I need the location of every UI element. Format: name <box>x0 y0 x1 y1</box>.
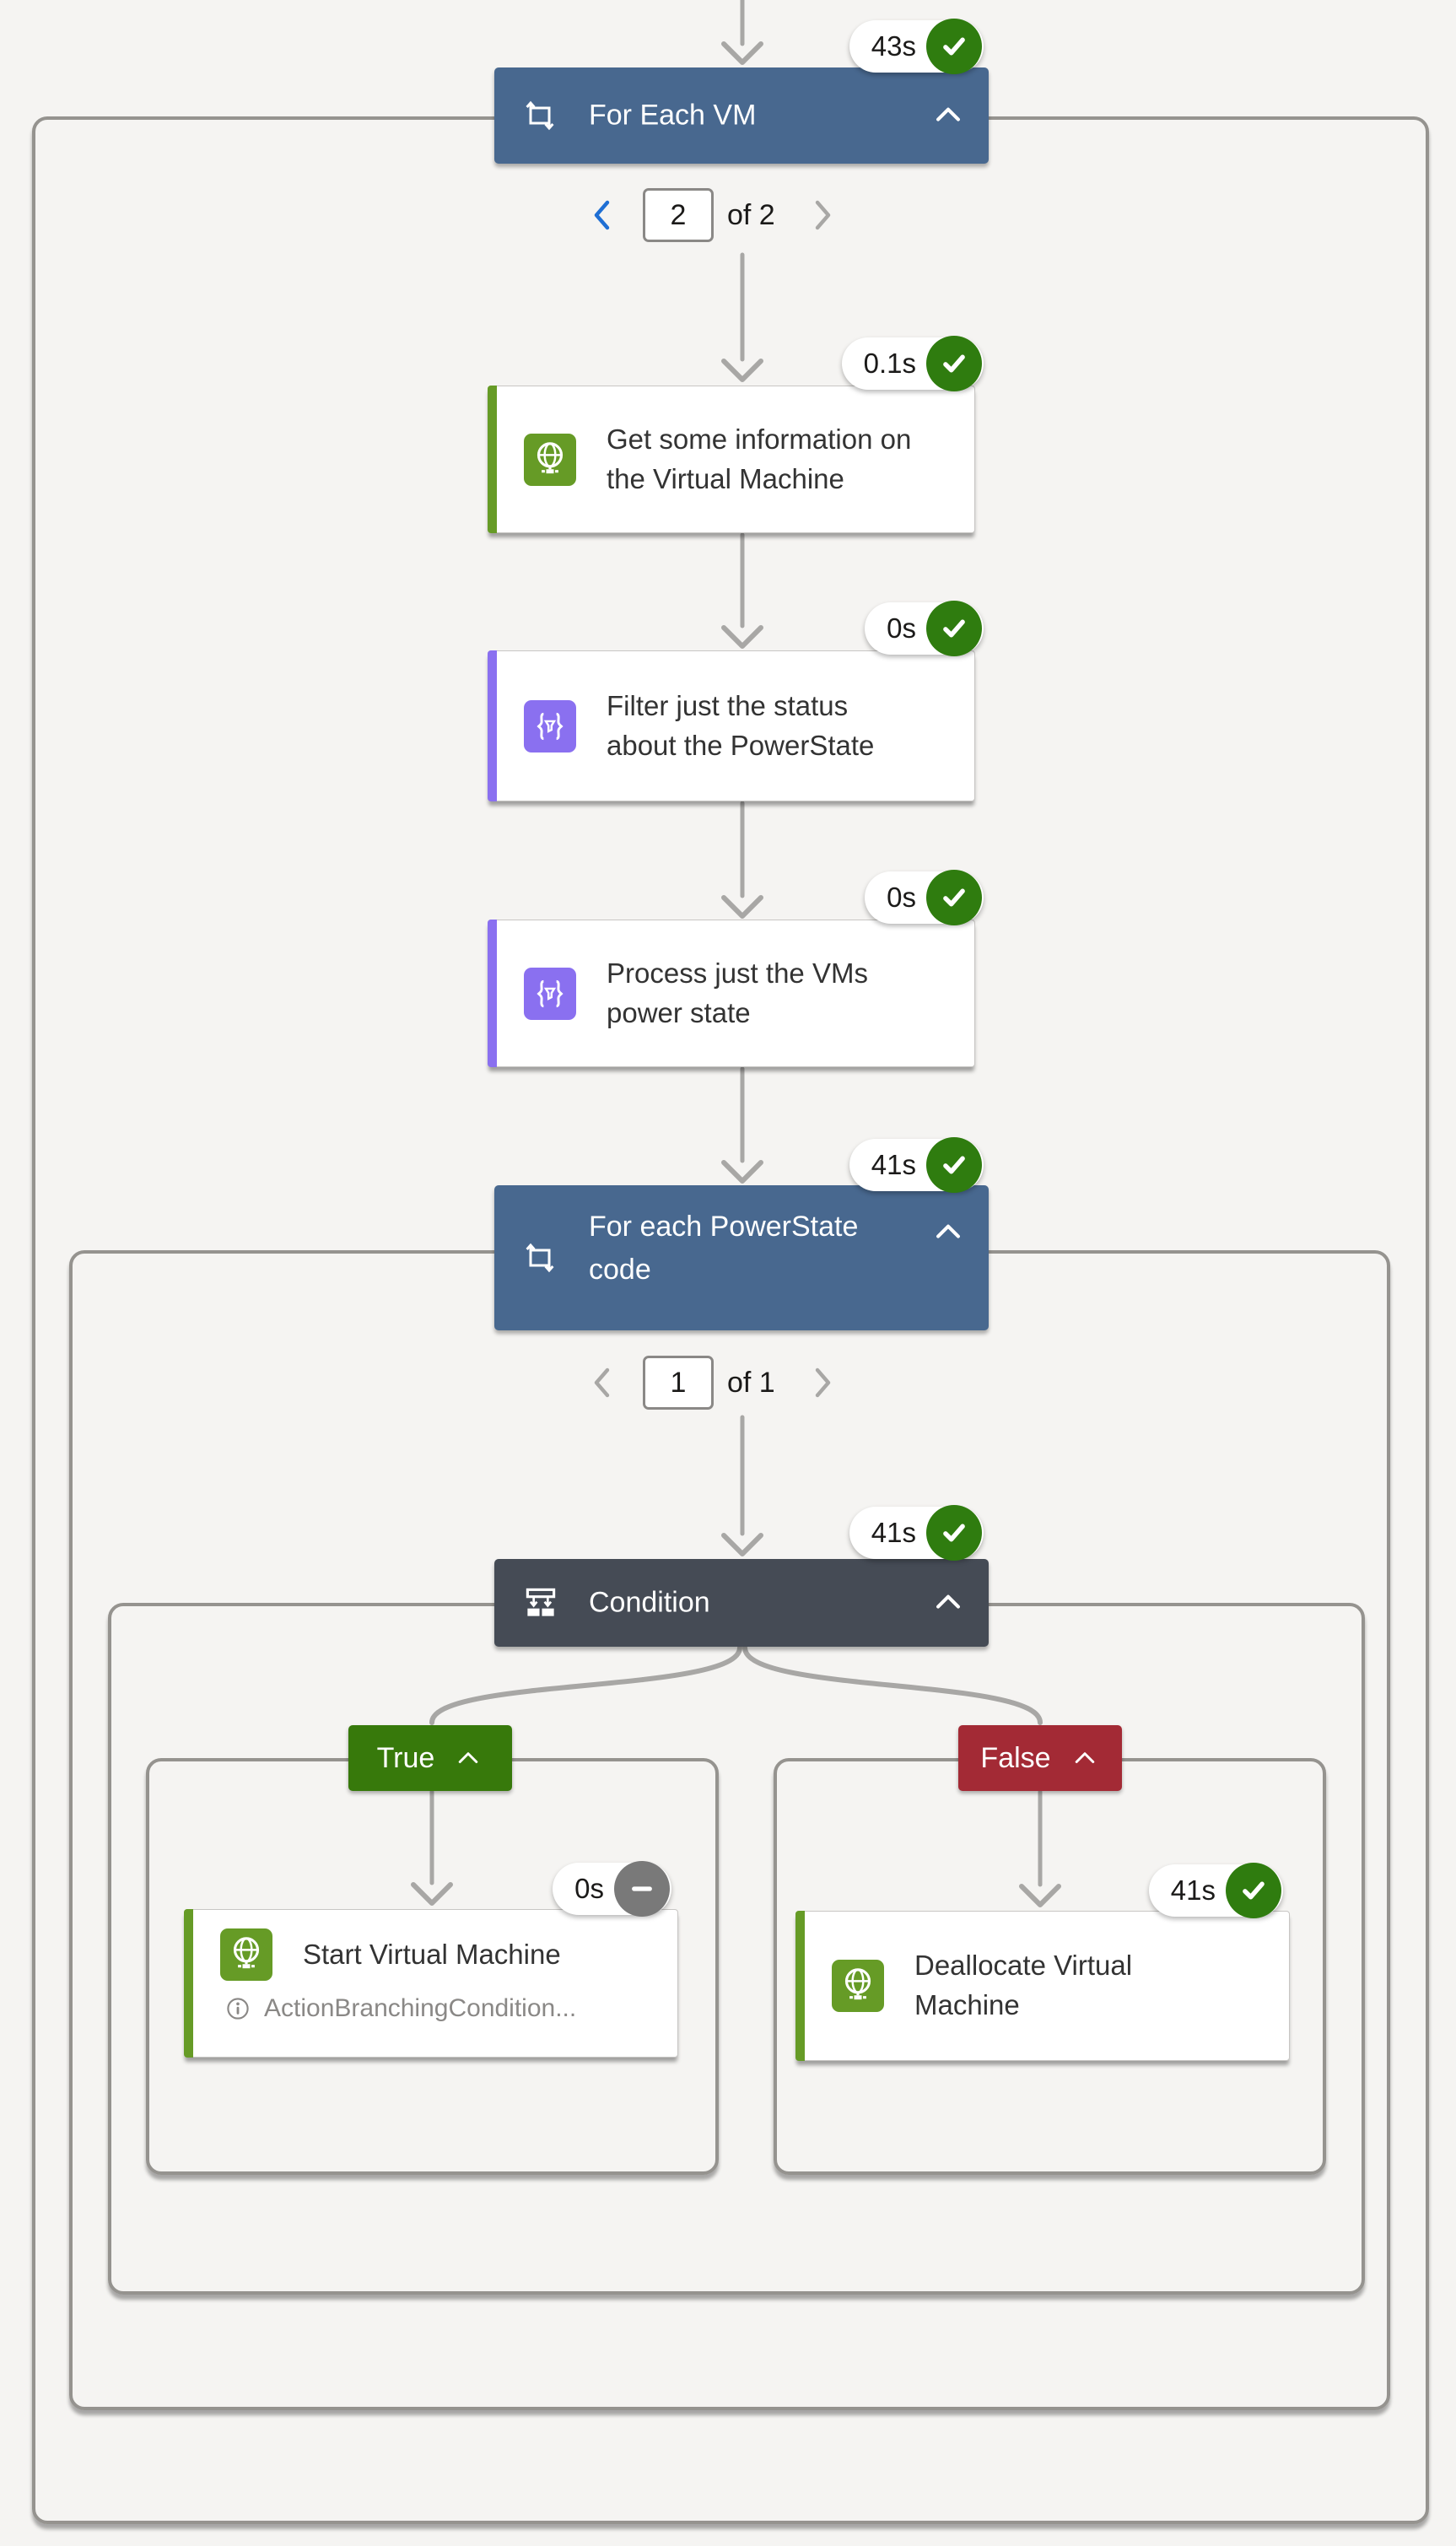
filter-array-icon <box>524 699 576 752</box>
status-badge-condition: 41s <box>849 1505 984 1561</box>
chevron-left-icon <box>594 1367 610 1398</box>
skipped-minus-icon <box>614 1861 670 1917</box>
previous-iteration-button[interactable] <box>582 195 623 235</box>
condition-branch-icon <box>526 1588 556 1616</box>
status-stripe <box>488 386 497 533</box>
info-icon <box>227 1998 249 2020</box>
collapse-chevron-up-icon[interactable] <box>1070 1743 1100 1773</box>
status-stripe <box>184 1909 193 2058</box>
collapse-chevron-up-icon[interactable] <box>930 1214 967 1251</box>
success-check-icon <box>926 19 982 74</box>
success-check-icon <box>926 1505 982 1561</box>
duration-label: 0s <box>574 1873 604 1904</box>
false-branch-label: False <box>980 1741 1051 1774</box>
iteration-count-label: of 1 <box>727 1366 775 1399</box>
success-check-icon <box>926 870 982 925</box>
filter-array-icon <box>524 967 576 1020</box>
true-branch-badge[interactable]: True <box>348 1725 512 1791</box>
condition-header[interactable]: Condition <box>494 1559 989 1647</box>
iteration-number-input[interactable] <box>643 188 714 242</box>
for-each-powerstate-header[interactable]: For each PowerState code <box>494 1185 989 1330</box>
action-title: Get some information on the Virtual Mach… <box>607 423 912 494</box>
status-badge-deallocate-vm: 41s <box>1148 1863 1283 1918</box>
next-iteration-button[interactable] <box>802 1362 843 1403</box>
skip-reason-note: ActionBranchingCondition... <box>224 1994 677 2023</box>
previous-iteration-button[interactable] <box>582 1362 623 1403</box>
status-badge-for-each-powerstate: 41s <box>849 1137 984 1193</box>
action-title: Start Virtual Machine <box>303 1938 561 1970</box>
skip-reason-text: ActionBranchingCondition... <box>264 1994 577 2022</box>
vm-loop-pagination: of 2 <box>582 187 936 243</box>
success-check-icon <box>1226 1863 1281 1918</box>
action-card-process-power-state[interactable]: Process just the VMs power state <box>488 920 975 1067</box>
next-iteration-button[interactable] <box>802 195 843 235</box>
powerstate-loop-pagination: of 1 <box>582 1355 936 1411</box>
collapse-chevron-up-icon[interactable] <box>930 1584 967 1621</box>
azure-vm-connector-icon <box>220 1928 272 1981</box>
duration-label: 0s <box>887 882 916 913</box>
success-check-icon <box>926 1137 982 1193</box>
action-title: Process just the VMs power state <box>607 957 868 1028</box>
action-card-deallocate-vm[interactable]: Deallocate Virtual Machine <box>795 1911 1290 2061</box>
status-badge-start-vm: 0s <box>553 1861 671 1917</box>
for-each-powerstate-title: For each PowerState code <box>589 1211 859 1286</box>
azure-vm-connector-icon <box>524 433 576 486</box>
success-check-icon <box>926 336 982 391</box>
status-stripe <box>795 1911 805 2061</box>
collapse-chevron-up-icon[interactable] <box>453 1743 483 1773</box>
duration-label: 0.1s <box>863 348 916 379</box>
for-each-vm-header[interactable]: For Each VM <box>494 67 989 164</box>
chevron-right-icon <box>815 1367 830 1398</box>
action-card-get-information[interactable]: Get some information on the Virtual Mach… <box>488 386 975 533</box>
false-branch-badge[interactable]: False <box>958 1725 1122 1791</box>
iteration-number-input[interactable] <box>643 1356 714 1410</box>
chevron-left-icon <box>594 200 610 230</box>
for-each-vm-title: For Each VM <box>589 99 757 132</box>
action-card-start-vm[interactable]: Start Virtual Machine ActionBranchingCon… <box>184 1909 678 2058</box>
action-title: Deallocate Virtual Machine <box>914 1950 1133 2020</box>
duration-label: 0s <box>887 612 916 644</box>
chevron-right-icon <box>815 200 830 230</box>
status-badge-filter-status: 0s <box>865 601 984 656</box>
status-badge-for-each-vm: 43s <box>849 19 984 74</box>
duration-label: 41s <box>871 1517 916 1548</box>
duration-label: 41s <box>871 1149 916 1180</box>
iteration-count-label: of 2 <box>727 198 775 231</box>
status-badge-process-power-state: 0s <box>865 870 984 925</box>
loop-icon <box>526 100 554 131</box>
loop-icon <box>526 1243 554 1273</box>
collapse-chevron-up-icon[interactable] <box>930 97 967 134</box>
azure-vm-connector-icon <box>832 1960 884 2012</box>
status-badge-get-information: 0.1s <box>841 336 984 391</box>
true-branch-label: True <box>376 1741 435 1774</box>
status-stripe <box>488 920 497 1067</box>
duration-label: 41s <box>1170 1874 1216 1906</box>
action-card-filter-status[interactable]: Filter just the status about the PowerSt… <box>488 650 975 801</box>
action-title: Filter just the status about the PowerSt… <box>607 689 875 761</box>
status-stripe <box>488 650 497 801</box>
success-check-icon <box>926 601 982 656</box>
duration-label: 43s <box>871 30 916 62</box>
condition-title: Condition <box>589 1586 710 1619</box>
